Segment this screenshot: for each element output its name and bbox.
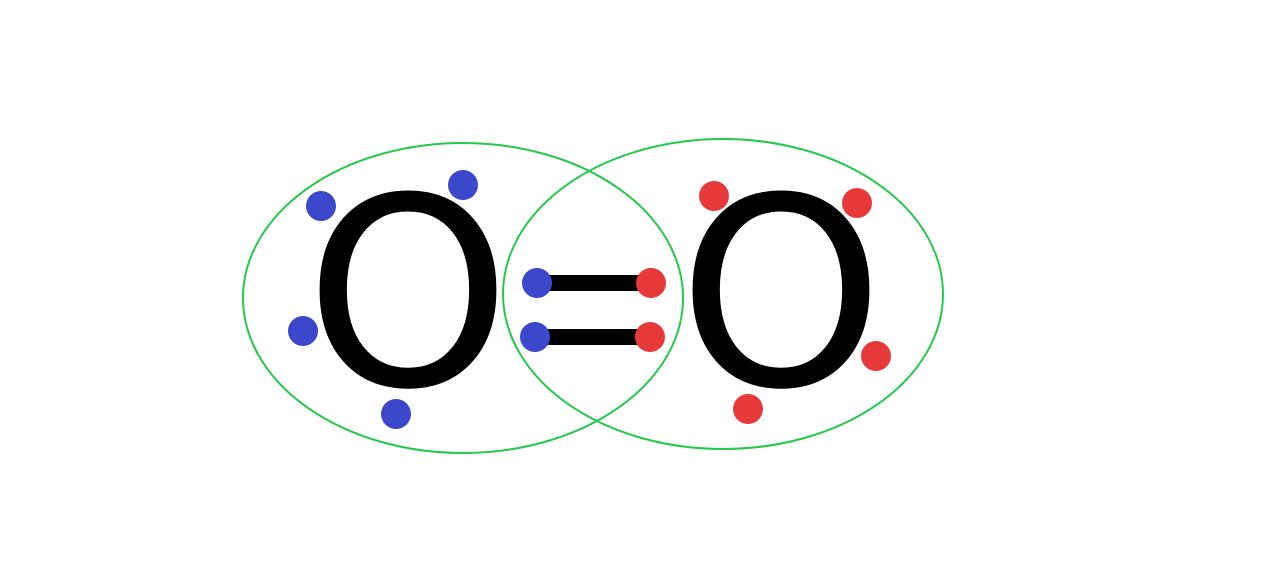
left-electron (288, 316, 318, 346)
left-bond-electron (520, 322, 550, 352)
left-electron (306, 191, 336, 221)
right-electron (842, 188, 872, 218)
right-electron (861, 341, 891, 371)
right-electron (733, 394, 763, 424)
right-electron (699, 181, 729, 211)
left-bond-electron (522, 268, 552, 298)
left-atom-symbol: O (305, 142, 511, 447)
left-electron (448, 170, 478, 200)
right-bond-electron (636, 268, 666, 298)
left-electron (381, 399, 411, 429)
right-electron-shell (502, 138, 944, 450)
right-bond-electron (635, 322, 665, 352)
left-electron-shell (242, 142, 684, 454)
